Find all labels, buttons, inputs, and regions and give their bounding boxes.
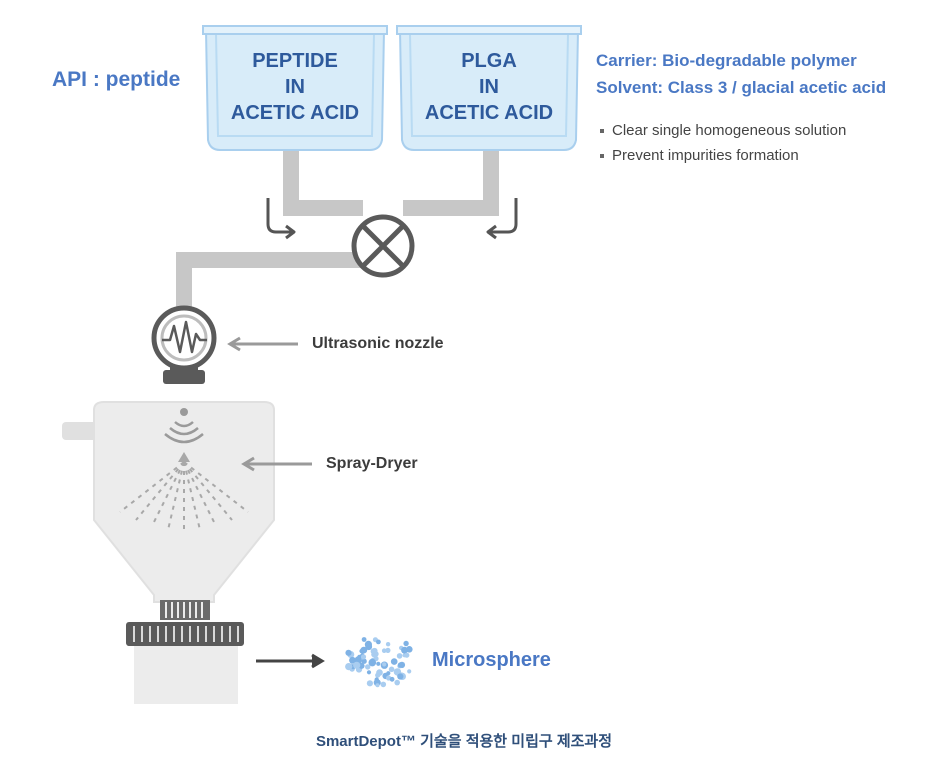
particle-dot bbox=[396, 653, 403, 659]
bullet-icon bbox=[600, 154, 604, 159]
arrow-to-dryer bbox=[241, 456, 312, 472]
particle-dot bbox=[361, 637, 367, 642]
microsphere-particles-icon bbox=[345, 637, 413, 688]
particle-dot bbox=[385, 647, 391, 654]
carrier-note: Carrier: Bio-degradable polymer bbox=[596, 51, 857, 70]
spray-pattern-icon bbox=[119, 461, 249, 532]
bullet-text: Prevent impurities formation bbox=[612, 147, 799, 164]
particle-dot bbox=[386, 671, 391, 676]
particle-dot bbox=[394, 679, 401, 686]
tank-peptide-line-3: ACETIC ACID bbox=[230, 102, 360, 124]
particle-dot bbox=[382, 662, 387, 667]
particle-dot bbox=[370, 648, 377, 655]
particle-dot bbox=[407, 669, 412, 674]
particle-dot bbox=[381, 648, 387, 653]
particle-dot bbox=[380, 681, 387, 688]
bullet-text: Clear single homogeneous solution bbox=[612, 122, 847, 139]
tank-peptide-line-2: IN bbox=[285, 76, 305, 98]
bullet-icon bbox=[600, 129, 604, 134]
spray-dryer-icon bbox=[62, 401, 275, 704]
particle-dot bbox=[361, 658, 367, 664]
particle-dot bbox=[345, 663, 353, 671]
particle-dot bbox=[360, 654, 367, 660]
particle-dot bbox=[376, 639, 381, 645]
api-label: API : peptide bbox=[52, 68, 181, 91]
particle-dot bbox=[388, 666, 395, 673]
flow-arrow-right bbox=[486, 198, 518, 240]
tank-plga-line-2: IN bbox=[479, 76, 499, 98]
ultrasonic-nozzle-label: Ultrasonic nozzle bbox=[312, 335, 444, 352]
particle-dot bbox=[397, 673, 404, 680]
tank-peptide-label: PEPTIDE IN ACETIC ACID bbox=[206, 48, 384, 126]
tank-plga-label: PLGA IN ACETIC ACID bbox=[400, 48, 578, 126]
spray-dryer-label: Spray-Dryer bbox=[326, 455, 418, 472]
spray-waves-icon bbox=[164, 408, 204, 444]
particle-dot bbox=[376, 661, 381, 666]
flow-arrow-left bbox=[266, 198, 296, 240]
bullet-item: Clear single homogeneous solution bbox=[600, 122, 846, 139]
mixing-valve-icon bbox=[351, 214, 415, 278]
particle-dot bbox=[349, 656, 356, 664]
particle-dot bbox=[365, 664, 371, 670]
tank-plga-line-1: PLGA bbox=[461, 50, 517, 72]
particle-dot bbox=[374, 677, 379, 682]
arrow-to-microsphere bbox=[256, 653, 325, 669]
solvent-note: Solvent: Class 3 / glacial acetic acid bbox=[596, 78, 887, 97]
tank-peptide bbox=[202, 25, 388, 151]
figure-caption: SmartDepot™ 기술을 적용한 미립구 제조과정 bbox=[315, 733, 613, 750]
tank-plga bbox=[396, 25, 582, 151]
particle-dot bbox=[404, 652, 410, 658]
tank-peptide-line-1: PEPTIDE bbox=[252, 50, 338, 72]
particle-dot bbox=[385, 642, 391, 647]
particle-dot bbox=[403, 640, 409, 647]
particle-dot bbox=[375, 672, 381, 678]
particle-dot bbox=[390, 658, 398, 665]
particle-dot bbox=[353, 661, 361, 669]
arrow-to-nozzle bbox=[227, 336, 298, 352]
tank-plga-line-3: ACETIC ACID bbox=[424, 102, 554, 124]
particle-dot bbox=[366, 670, 372, 675]
particle-dot bbox=[345, 649, 352, 656]
particle-dot bbox=[366, 680, 373, 687]
particle-dot bbox=[359, 648, 364, 654]
pipe-network bbox=[176, 150, 499, 314]
particle-dot bbox=[401, 646, 408, 654]
bullet-item: Prevent impurities formation bbox=[600, 147, 799, 164]
particle-dot bbox=[365, 643, 373, 651]
spray-cone-tip bbox=[178, 452, 190, 462]
particle-dot bbox=[389, 676, 395, 682]
particle-dot bbox=[375, 683, 380, 688]
particle-dot bbox=[354, 656, 362, 664]
microsphere-label: Microsphere bbox=[432, 649, 551, 671]
ultrasonic-nozzle-icon bbox=[151, 305, 217, 384]
particle-dot bbox=[368, 658, 377, 667]
particle-dot bbox=[397, 662, 404, 668]
